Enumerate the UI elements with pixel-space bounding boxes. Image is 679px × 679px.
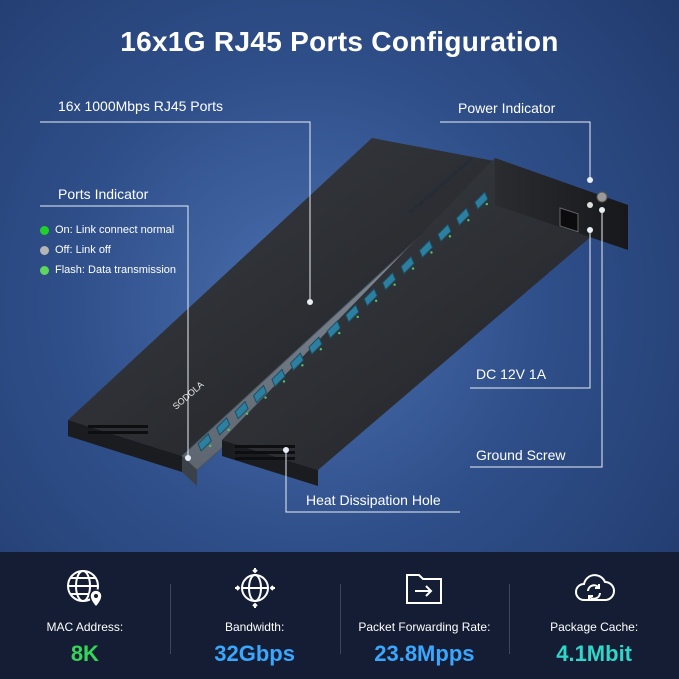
port-led <box>319 347 323 351</box>
port-led <box>411 267 415 270</box>
callout-ports-indicator: Ports Indicator <box>58 186 149 202</box>
rj45-port <box>437 223 452 243</box>
rj45-port <box>271 368 286 388</box>
legend-item: Off: Link off <box>40 240 176 260</box>
legend-text: Flash: Data transmission <box>55 264 177 276</box>
rj45-port <box>289 352 304 372</box>
rj45-port <box>252 384 268 404</box>
port-led <box>209 444 212 448</box>
stat-label: Package Cache: <box>550 620 639 634</box>
globe-arrows-icon <box>234 568 275 608</box>
port-led <box>264 396 267 399</box>
stat-label: MAC Address: <box>46 620 124 634</box>
stat-value: 23.8Mpps <box>374 641 475 666</box>
port-led <box>282 380 286 383</box>
rj45-port <box>197 433 212 452</box>
legend-text: Off: Link off <box>55 244 111 256</box>
power-led <box>587 202 593 208</box>
port-led <box>245 412 249 415</box>
folder-arrow-icon <box>406 574 443 604</box>
port-led <box>356 315 359 319</box>
ground-screw <box>596 191 608 203</box>
led-on-dot <box>40 225 49 235</box>
left-unit-top <box>68 138 500 456</box>
switch-illustration: SODOLA 16 Port Gigabit Ethernet Switch <box>40 121 628 513</box>
dc-jack <box>559 207 579 233</box>
led-off-dot <box>40 245 49 255</box>
rj45-port <box>345 304 360 323</box>
rj45-port <box>474 191 489 210</box>
globe-pin-icon <box>66 570 103 609</box>
port-led <box>467 218 470 222</box>
spec-bar: MAC Address: 8K Bandwidth: 32Gbps Packet… <box>0 552 679 679</box>
callout-ground-screw: Ground Screw <box>476 447 566 463</box>
port-led <box>485 202 488 206</box>
callout-dc: DC 12V 1A <box>476 366 547 382</box>
rj45-port <box>455 207 470 227</box>
rj45-port <box>308 336 323 356</box>
rj45-port <box>400 255 415 275</box>
stat-value: 8K <box>70 641 99 666</box>
callout-heat-hole: Heat Dissipation Hole <box>306 492 441 508</box>
rear-panel <box>495 158 628 250</box>
rj45-port <box>216 416 231 436</box>
rj45-port <box>363 287 378 307</box>
port-led <box>430 251 433 254</box>
rj45-ports <box>197 191 489 452</box>
legend-item: On: Link connect normal <box>40 220 176 240</box>
rj45-port <box>418 239 434 259</box>
stat-packet-forwarding: Packet Forwarding Rate: 23.8Mpps <box>339 552 510 679</box>
rj45-port <box>382 271 397 291</box>
stat-package-cache: Package Cache: 4.1Mbit <box>509 552 679 679</box>
callout-ports: 16x 1000Mbps RJ45 Ports <box>58 98 223 114</box>
callout-power-indicator: Power Indicator <box>458 100 556 116</box>
port-led <box>374 299 378 303</box>
stat-label: Bandwidth: <box>224 620 285 634</box>
legend-item: Flash: Data transmission <box>40 260 176 280</box>
port-led <box>301 364 304 367</box>
stat-value: 32Gbps <box>214 641 295 666</box>
page-title: 16x1G RJ45 Ports Configuration <box>120 26 559 57</box>
legend-text: On: Link connect normal <box>55 224 175 236</box>
stat-label: Packet Forwarding Rate: <box>358 620 491 634</box>
heat-holes <box>235 445 295 460</box>
port-led <box>448 235 452 238</box>
port-led <box>393 283 396 286</box>
right-unit-top <box>222 158 628 470</box>
ports-indicator-legend: On: Link connect normal Off: Link off Fl… <box>40 220 176 280</box>
led-flash-dot <box>40 265 49 275</box>
port-led <box>227 428 230 432</box>
stat-bandwidth: Bandwidth: 32Gbps <box>169 552 340 679</box>
port-led <box>338 331 341 335</box>
cloud-sync-icon <box>575 574 616 601</box>
rj45-port <box>326 320 341 339</box>
rj45-port <box>234 400 249 420</box>
stat-value: 4.1Mbit <box>556 641 633 666</box>
stat-mac-address: MAC Address: 8K <box>0 552 170 679</box>
